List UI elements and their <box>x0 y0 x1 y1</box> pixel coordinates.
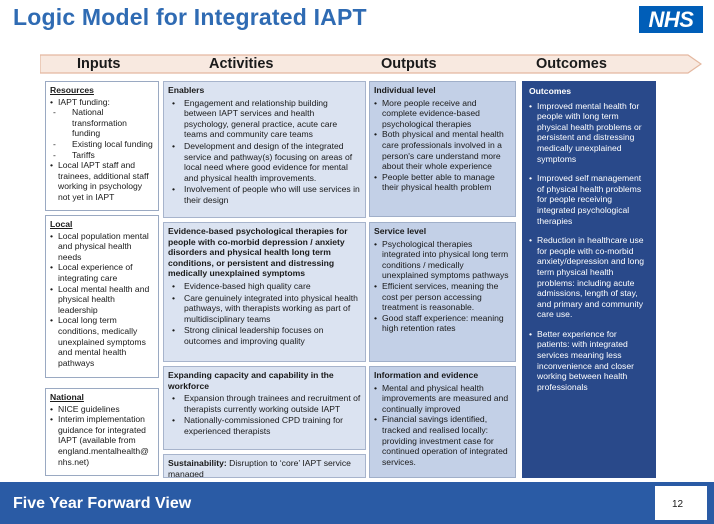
list-item: Improved self management of physical hea… <box>529 173 649 226</box>
column-header-inputs: Inputs <box>77 56 121 72</box>
list-item: Development and design of the integrated… <box>168 141 361 183</box>
page-number-panel <box>655 486 707 520</box>
list-item: Local long term conditions, medically un… <box>50 315 154 368</box>
enablers-heading: Enablers <box>168 85 205 95</box>
individual-heading: Individual level <box>374 85 436 95</box>
list-item: Psychological therapies integrated into … <box>374 239 511 281</box>
list-item: Better experience for patients: with int… <box>529 329 649 393</box>
list-item: Local mental health and physical health … <box>50 284 154 316</box>
sustainability-label: Sustainability: <box>168 458 227 468</box>
list-item: Strong clinical leadership focuses on ou… <box>168 325 361 346</box>
outputs-individual-box: Individual level More people receive and… <box>369 81 516 217</box>
outputs-information-box: Information and evidence Mental and phys… <box>369 366 516 478</box>
local-heading: Local <box>50 219 73 229</box>
list-item: More people receive and complete evidenc… <box>374 98 511 130</box>
list-item: Engagement and relationship building bet… <box>168 98 361 140</box>
activities-sustainability-box: Sustainability: Disruption to ‘core’ IAP… <box>163 454 366 478</box>
list-item: Improved mental health for people with l… <box>529 101 649 165</box>
activities-capacity-box: Expanding capacity and capability in the… <box>163 366 366 450</box>
list-item: Nationally-commissioned CPD training for… <box>168 415 361 436</box>
list-item: Local population mental and physical hea… <box>50 231 154 263</box>
list-item: Involvement of people who will use servi… <box>168 184 361 205</box>
list-item: Care genuinely integrated into physical … <box>168 293 361 325</box>
flow-arrow <box>40 53 702 75</box>
list-item: National transformation funding <box>50 107 154 139</box>
national-heading: National <box>50 392 84 402</box>
list-item: Mental and physical health improvements … <box>374 383 511 415</box>
information-heading: Information and evidence <box>374 370 479 380</box>
column-header-activities: Activities <box>209 56 274 72</box>
page-title: Logic Model for Integrated IAPT <box>13 4 367 30</box>
list-item: People better able to manage their physi… <box>374 172 511 193</box>
inputs-local-box: Local Local population mental and physic… <box>45 215 159 378</box>
outputs-service-box: Service level Psychological therapies in… <box>369 222 516 362</box>
footer-bar <box>0 482 714 524</box>
list-item: Tariffs <box>50 150 154 161</box>
outcomes-heading: Outcomes <box>529 86 572 96</box>
outcomes-box: Outcomes Improved mental health for peop… <box>522 81 656 478</box>
list-item: Local experience of integrating care <box>50 262 154 283</box>
capacity-heading: Expanding capacity and capability in the… <box>168 370 334 391</box>
list-item: Both physical and mental health care pro… <box>374 129 511 171</box>
resources-heading: Resources <box>50 85 94 95</box>
page-number: 12 <box>672 499 684 510</box>
list-item: Financial savings identified, tracked an… <box>374 414 511 467</box>
list-item: IAPT funding: <box>50 97 154 108</box>
inputs-resources-box: Resources IAPT funding: National transfo… <box>45 81 159 211</box>
list-item: Evidence-based high quality care <box>168 281 361 292</box>
list-item: NICE guidelines <box>50 404 154 415</box>
list-item: Efficient services, meaning the cost per… <box>374 281 511 313</box>
activities-enablers-box: Enablers Engagement and relationship bui… <box>163 81 366 218</box>
list-item: Interim implementation guidance for inte… <box>50 414 154 467</box>
service-heading: Service level <box>374 226 427 236</box>
inputs-national-box: National NICE guidelines Interim impleme… <box>45 388 159 476</box>
evidence-heading: Evidence-based psychological therapies f… <box>168 226 348 279</box>
list-item: Local IAPT staff and trainees, additiona… <box>50 160 154 202</box>
nhs-logo: NHS <box>639 6 703 33</box>
column-header-outcomes: Outcomes <box>536 56 607 72</box>
list-item: Expansion through trainees and recruitme… <box>168 393 361 414</box>
list-item: Existing local funding <box>50 139 154 150</box>
column-header-outputs: Outputs <box>381 56 437 72</box>
list-item: Good staff experience: meaning high rete… <box>374 313 511 334</box>
sustainability-text: Disruption to ‘core’ IAPT service manage… <box>168 458 351 478</box>
list-item: Reduction in healthcare use for people w… <box>529 235 649 320</box>
activities-evidence-box: Evidence-based psychological therapies f… <box>163 222 366 362</box>
footer-title: Five Year Forward View <box>13 495 192 512</box>
